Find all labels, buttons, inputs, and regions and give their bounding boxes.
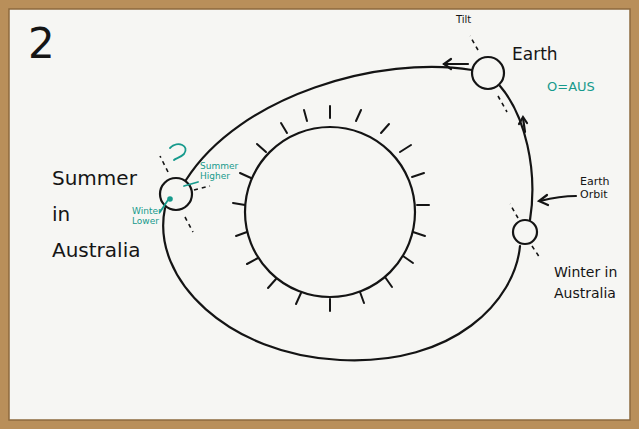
aus-marker-label: O=AUS	[547, 80, 619, 95]
tilt-label: Tilt	[456, 14, 496, 26]
board-number: 2	[28, 20, 68, 68]
height-note: Winter Lower	[132, 206, 166, 227]
season-label: Winter in Australia	[554, 262, 624, 304]
height-note: Summer Higher	[200, 161, 250, 182]
orbit-label: Earth Orbit	[580, 176, 626, 201]
earth-label: Earth	[512, 45, 582, 65]
